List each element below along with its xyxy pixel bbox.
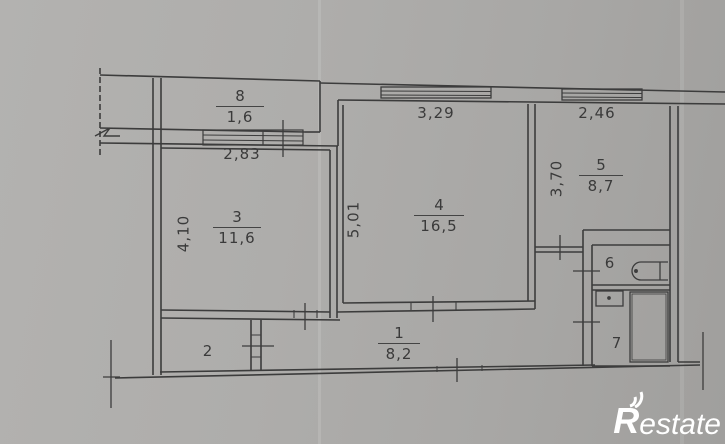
watermark-text: estate — [639, 408, 721, 441]
exterior-walls — [94, 68, 725, 408]
room-5-width: 2,46 — [578, 104, 616, 122]
signal-waves-icon — [629, 391, 644, 408]
room-4-width: 3,29 — [417, 104, 455, 122]
room-area: 8,7 — [587, 177, 615, 195]
paper-fold — [318, 0, 321, 444]
room-number: 4 — [434, 196, 444, 214]
room-4-height: 5,01 — [344, 200, 363, 239]
room-area: 11,6 — [218, 229, 256, 247]
room-1-label: 1 8,2 — [378, 325, 420, 363]
paper-fold — [680, 0, 684, 444]
room-2-label: 2 — [202, 342, 214, 360]
fixtures — [595, 261, 669, 363]
room-5-label: 5 8,7 — [579, 157, 623, 195]
room-area: 16,5 — [420, 217, 458, 235]
restate-watermark: R estate — [613, 391, 721, 442]
room-3-height: 4,10 — [174, 214, 193, 253]
room-area: 8,2 — [385, 345, 413, 363]
room-number: 3 — [232, 208, 242, 226]
room-number: 8 — [235, 87, 245, 105]
watermark-initial: R — [613, 400, 640, 441]
room-number: 1 — [394, 324, 404, 342]
room-3-label: 3 11,6 — [213, 209, 261, 247]
room-6-label: 6 — [604, 254, 616, 272]
room-7-label: 7 — [611, 334, 623, 352]
interior-walls — [160, 104, 670, 382]
room-5-height: 3,70 — [547, 159, 566, 198]
room-area: 1,6 — [226, 108, 254, 126]
room-3-width: 2,83 — [223, 145, 261, 163]
room-4-label: 4 16,5 — [414, 197, 464, 235]
room-8-label: 8 1,6 — [216, 88, 264, 126]
room-number: 5 — [596, 156, 606, 174]
